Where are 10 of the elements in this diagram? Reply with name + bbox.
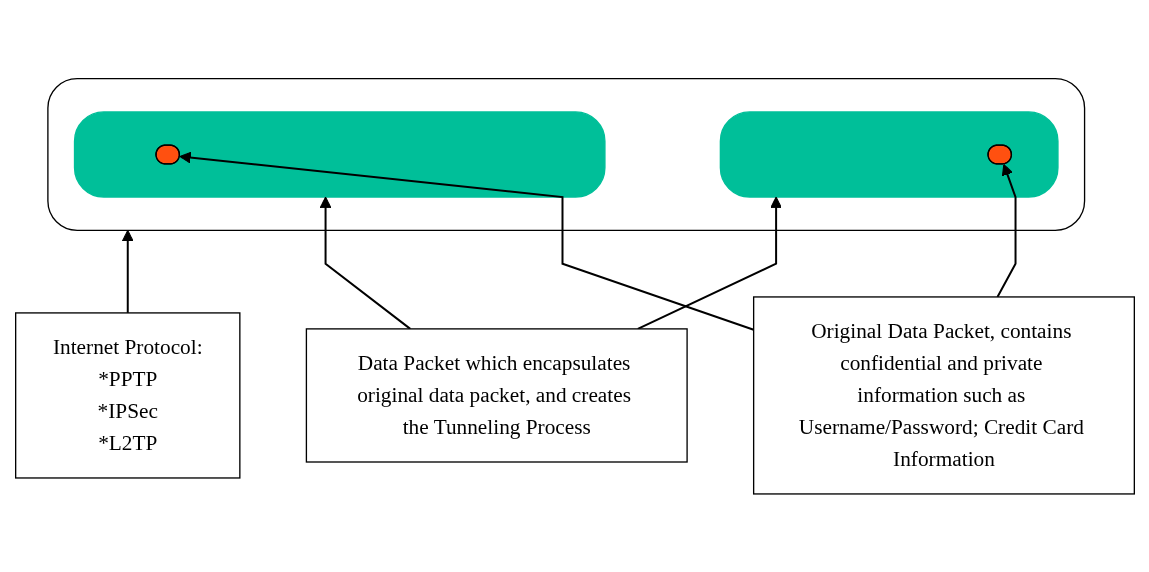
arrow xyxy=(121,229,134,314)
arrow xyxy=(319,196,411,330)
cluster xyxy=(46,77,1085,231)
node-box: Internet Protocol: *PPTP *IPSec *L2TP xyxy=(14,311,240,479)
arrow xyxy=(995,163,1017,298)
arrow xyxy=(636,196,782,330)
cluster xyxy=(719,110,1059,198)
cluster xyxy=(73,110,606,198)
node-box: Original Data Packet, contains confidential and private information such as Username/Password; Credit Card Information xyxy=(752,296,1135,495)
node-box: Data Packet which encapsulates original data packet, and creates the Tunneling Process xyxy=(305,327,688,463)
